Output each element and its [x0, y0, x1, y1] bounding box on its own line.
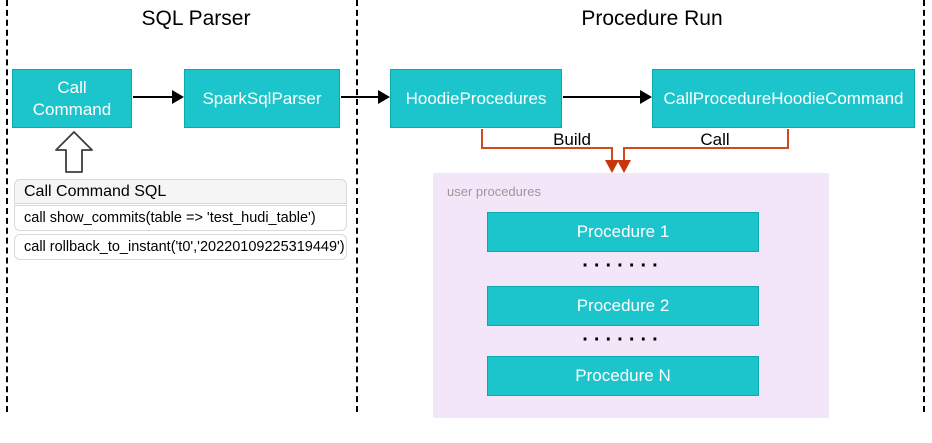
node-call-command: Call Command	[12, 69, 132, 128]
call-connector-arrow-icon	[617, 160, 631, 173]
ellipsis-dots: ·······	[582, 254, 664, 277]
node-call-procedure-hoodie-command-label: CallProcedureHoodieCommand	[663, 88, 904, 108]
node-procedure-1: Procedure 1	[487, 212, 759, 252]
section-title-procedure-run: Procedure Run	[581, 7, 723, 30]
node-hoodie-procedures-label: HoodieProcedures	[405, 88, 547, 108]
node-call-procedure-hoodie-command: CallProcedureHoodieCommand	[652, 69, 915, 128]
up-arrow-icon	[55, 131, 93, 173]
node-procedure-n: Procedure N	[487, 356, 759, 396]
section-title-sql-parser: SQL Parser	[141, 7, 251, 30]
arrow-right-icon	[640, 90, 652, 104]
sql-panel-header: Call Command SQL	[14, 179, 347, 204]
section-divider-left	[6, 0, 8, 412]
call-edge-label: Call	[700, 130, 730, 149]
build-edge-label: Build	[553, 130, 591, 149]
node-call-command-label: Call Command	[32, 78, 112, 119]
arrow-line	[341, 96, 380, 98]
ellipsis-dots: ·······	[582, 328, 664, 351]
node-hoodie-procedures: HoodieProcedures	[390, 69, 562, 128]
arrow-line	[133, 96, 174, 98]
node-spark-sql-parser-label: SparkSqlParser	[202, 88, 322, 108]
arrow-line	[563, 96, 642, 98]
node-procedure-2: Procedure 2	[487, 286, 759, 326]
node-procedure-1-label: Procedure 1	[576, 222, 670, 242]
section-divider-middle	[356, 0, 358, 412]
node-spark-sql-parser: SparkSqlParser	[184, 69, 340, 128]
section-divider-right	[923, 0, 925, 412]
sql-example-row: call rollback_to_instant('t0','202201092…	[14, 234, 347, 260]
arrow-right-icon	[172, 90, 184, 104]
build-connector-arrow-icon	[605, 160, 619, 173]
sql-example-row: call show_commits(table => 'test_hudi_ta…	[14, 205, 347, 231]
build-connector-line	[481, 129, 613, 162]
node-procedure-2-label: Procedure 2	[576, 296, 670, 316]
arrow-right-icon	[378, 90, 390, 104]
user-procedures-label: user procedures	[447, 184, 541, 199]
node-procedure-n-label: Procedure N	[575, 366, 671, 386]
